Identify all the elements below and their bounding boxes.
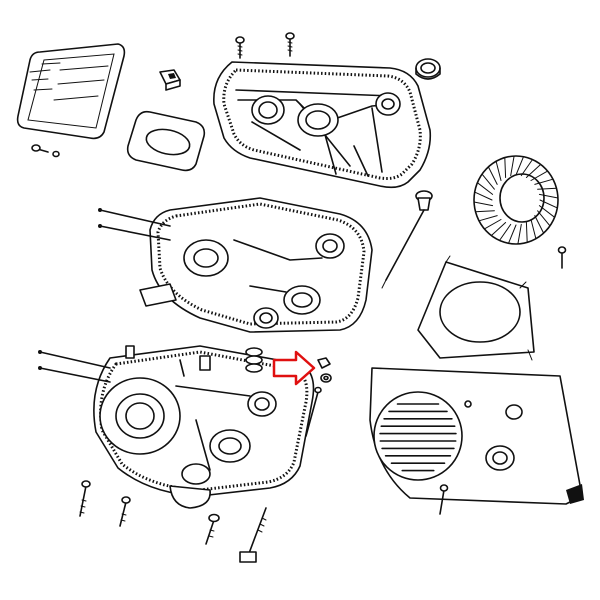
- fan-blade: [495, 160, 502, 181]
- fan-blade: [530, 170, 549, 181]
- bottom-bolt-2: [119, 496, 131, 527]
- fan-shroud-plate: [417, 255, 535, 361]
- fan-blade: [499, 223, 512, 241]
- fan-blade: [537, 210, 551, 227]
- red-callout-arrow: [272, 350, 316, 386]
- fan-blade: [478, 215, 498, 222]
- crankcase-studs-middle: [98, 208, 171, 241]
- dipstick: [381, 190, 433, 289]
- fan-blade: [490, 222, 507, 237]
- side-cover-screw: [439, 484, 449, 515]
- fan-blade: [534, 215, 545, 234]
- small-screw-left: [31, 144, 60, 158]
- clear-inspection-cover: [16, 43, 126, 140]
- spring-washer-stack: [245, 347, 263, 373]
- fan-blade: [473, 201, 494, 207]
- fan-blade: [475, 210, 495, 213]
- bottom-bolt-3: [205, 513, 220, 545]
- bottom-bolt-1: [79, 480, 91, 517]
- fan-blade: [537, 187, 557, 190]
- fan-blade: [534, 178, 554, 185]
- fan-blade: [510, 155, 515, 177]
- bearing-bush: [415, 58, 441, 80]
- crankcase-studs-lower: [38, 350, 111, 383]
- cooling-fan: [473, 155, 559, 245]
- rubber-block: [159, 69, 181, 91]
- fan-blade: [530, 219, 537, 240]
- fan-blade: [483, 219, 502, 230]
- fan-blade: [504, 157, 507, 178]
- fan-bolt: [557, 246, 567, 269]
- fan-blade: [487, 166, 498, 185]
- cover-bolt-1: [235, 36, 245, 59]
- cover-plate: [126, 110, 206, 172]
- nut-and-washer: [317, 357, 332, 383]
- fan-blade: [525, 222, 528, 243]
- crankcase-bolt-right: [305, 386, 322, 437]
- crankcase-lower-half: [93, 345, 315, 509]
- cover-bolt-2: [285, 32, 295, 57]
- fan-blade: [539, 199, 558, 209]
- fan-blade: [481, 173, 495, 190]
- fan-blade: [515, 156, 524, 176]
- crankcase-middle-half: [139, 197, 373, 333]
- fan-blade: [476, 182, 494, 195]
- fan-blade: [517, 223, 522, 245]
- top-engine-cover: [213, 61, 432, 189]
- fan-blade: [474, 191, 493, 201]
- fan-blade: [525, 163, 542, 178]
- fan-blade: [538, 205, 556, 218]
- fan-blade: [538, 193, 559, 199]
- bottom-bolt-long: [239, 507, 267, 563]
- fan-blade: [520, 159, 533, 177]
- fan-blade: [508, 224, 517, 244]
- side-cover-with-grille: [369, 367, 584, 505]
